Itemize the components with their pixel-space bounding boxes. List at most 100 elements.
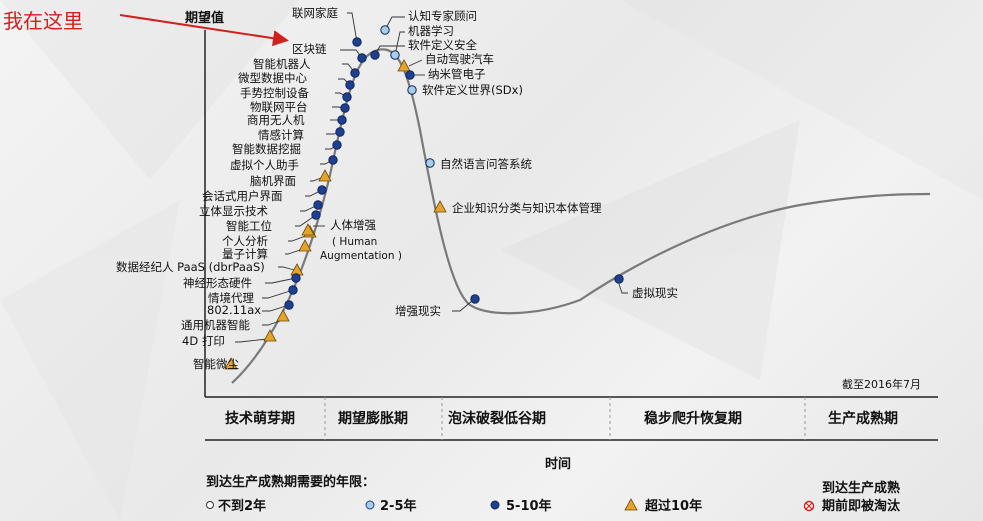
dark-circle-marker <box>345 80 355 90</box>
x-axis-title: 时间 <box>545 456 571 472</box>
light-circle-marker <box>425 158 435 168</box>
technology-label: 区块链 <box>292 42 327 56</box>
technology-label: 机器学习 <box>408 24 454 38</box>
triangle-marker <box>318 169 332 182</box>
technology-label: 虚拟个人助手 <box>230 158 299 172</box>
leader-line <box>310 177 322 182</box>
technology-item: 自动驾驶汽车 <box>397 52 494 72</box>
dark-circle-marker <box>337 115 347 125</box>
technology-label: 会话式用户界面 <box>202 189 283 203</box>
technology-item: 立体显示技术 <box>199 200 323 218</box>
leader-line <box>235 338 268 343</box>
legend-lt2: 不到2年 <box>218 498 266 514</box>
technology-label: 认知专家顾问 <box>408 9 477 23</box>
triangle-marker <box>433 200 447 213</box>
dark-circle-marker <box>291 273 301 283</box>
technology-label: 4D 打印 <box>182 334 225 348</box>
dark-circle-marker <box>317 185 327 195</box>
technology-label: 802.11ax <box>207 303 261 317</box>
technology-item: 情感计算 <box>258 127 345 142</box>
legend-2-5: 2-5年 <box>380 498 417 514</box>
technology-label: 软件定义世界(SDx) <box>422 83 523 97</box>
light-circle-marker <box>390 50 400 60</box>
technology-label: 情感计算 <box>258 128 304 142</box>
technology-item: 智能微尘 <box>193 357 239 371</box>
dark-circle-marker <box>328 155 338 165</box>
light-circle-marker <box>407 85 417 95</box>
technology-label: 个人分析 <box>222 234 268 248</box>
technology-item: 虚拟个人助手 <box>230 155 338 172</box>
phase-innovation-trigger: 技术萌芽期 <box>225 410 295 427</box>
leader-line <box>278 266 295 271</box>
technology-sublabel: ( Human <box>332 236 377 248</box>
technology-item: 智能工位 <box>226 210 321 233</box>
leader-line <box>285 248 304 255</box>
technology-label: 手势控制设备 <box>240 86 309 100</box>
dark-circle-marker <box>350 68 360 78</box>
dark-circle-marker <box>288 285 298 295</box>
technology-item: 物联网平台 <box>250 100 350 114</box>
phase-slope: 稳步爬升恢复期 <box>644 410 742 427</box>
leader-line <box>347 12 358 43</box>
dark-circle-marker <box>332 140 342 150</box>
technology-label: 虚拟现实 <box>632 286 678 300</box>
dark-circle-marker <box>614 274 624 284</box>
leader-line <box>394 31 405 56</box>
technology-label: 联网家庭 <box>292 6 338 20</box>
technology-label: 增强现实 <box>395 304 441 318</box>
leader-line <box>618 283 628 294</box>
dark-circle-marker <box>342 92 352 102</box>
technology-item: 通用机器智能 <box>181 309 290 332</box>
technology-item: 纳米管电子 <box>405 67 486 81</box>
technology-label: 人体增强 <box>330 218 376 232</box>
dark-circle-marker <box>313 200 323 210</box>
phase-separators <box>324 397 806 440</box>
technology-label: 智能机器人 <box>253 57 311 71</box>
leader-line <box>262 289 294 299</box>
phase-peak: 期望膨胀期 <box>338 410 408 427</box>
dark-circle-marker <box>340 103 350 113</box>
technology-label: 物联网平台 <box>250 100 308 114</box>
leader-line <box>262 319 284 326</box>
technology-item: 神经形态硬件 <box>183 273 301 290</box>
dark-circle-marker <box>470 294 480 304</box>
legend-title: 到达生产成熟期需要的年限： <box>206 474 375 490</box>
legend-marker-5-10 <box>490 500 500 510</box>
triangle-marker <box>276 309 290 322</box>
phase-trough: 泡沫破裂低谷期 <box>448 410 546 427</box>
technology-item: 商用无人机 <box>247 113 347 127</box>
legend-obsolete-title: 到达生产成熟 <box>822 480 900 496</box>
dark-circle-marker <box>370 50 380 60</box>
triangle-marker <box>224 357 238 370</box>
leader-line <box>295 214 317 227</box>
technology-item: 智能数据挖掘 <box>232 140 342 156</box>
dark-circle-marker <box>405 70 415 80</box>
phase-plateau: 生产成熟期 <box>828 410 898 427</box>
technology-item: 增强现实 <box>395 294 480 318</box>
leader-line <box>452 300 473 312</box>
technology-item: 虚拟现实 <box>614 274 678 300</box>
dark-circle-marker <box>357 53 367 63</box>
triangle-marker <box>301 223 315 236</box>
technology-label: 智能数据挖掘 <box>232 142 301 156</box>
leader-line <box>288 234 309 242</box>
leader-line <box>408 59 423 67</box>
dark-circle-marker <box>284 300 294 310</box>
technology-label: 立体显示技术 <box>199 204 268 218</box>
technology-item: 量子计算 <box>222 239 312 261</box>
technology-label: 商用无人机 <box>247 113 305 127</box>
technology-item: 自然语言问答系统 <box>425 157 532 171</box>
technology-item: 4D 打印 <box>182 329 277 348</box>
technology-item: 认知专家顾问 <box>380 9 477 35</box>
technology-item: 802.11ax <box>207 300 294 317</box>
technology-item: 手势控制设备 <box>240 86 352 102</box>
technology-item: 机器学习 <box>390 24 454 60</box>
technology-label: 情境代理 <box>208 291 254 305</box>
hype-cycle-curve <box>231 48 931 384</box>
technology-label: 脑机界面 <box>250 174 296 188</box>
technology-label: 企业知识分类与知识本体管理 <box>452 201 602 215</box>
